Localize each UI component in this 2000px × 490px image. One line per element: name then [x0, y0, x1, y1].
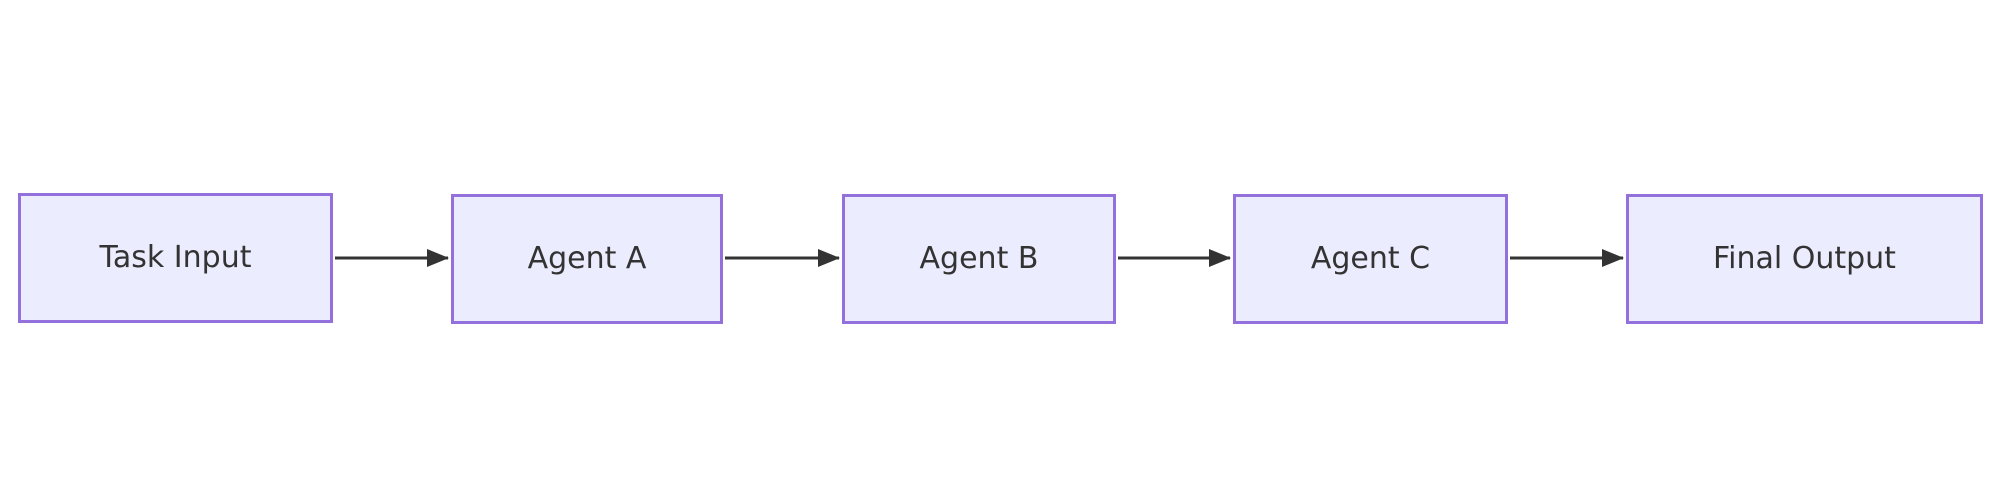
node-agent-a: Agent A: [451, 194, 723, 324]
node-task-input: Task Input: [18, 193, 333, 323]
node-agent-b: Agent B: [842, 194, 1116, 324]
node-agent-c: Agent C: [1233, 194, 1508, 324]
node-task-input-label: Task Input: [99, 240, 252, 275]
node-agent-b-label: Agent B: [919, 241, 1039, 276]
node-final-output-label: Final Output: [1713, 241, 1896, 276]
node-agent-a-label: Agent A: [527, 241, 647, 276]
node-agent-c-label: Agent C: [1310, 241, 1431, 276]
node-final-output: Final Output: [1626, 194, 1983, 324]
